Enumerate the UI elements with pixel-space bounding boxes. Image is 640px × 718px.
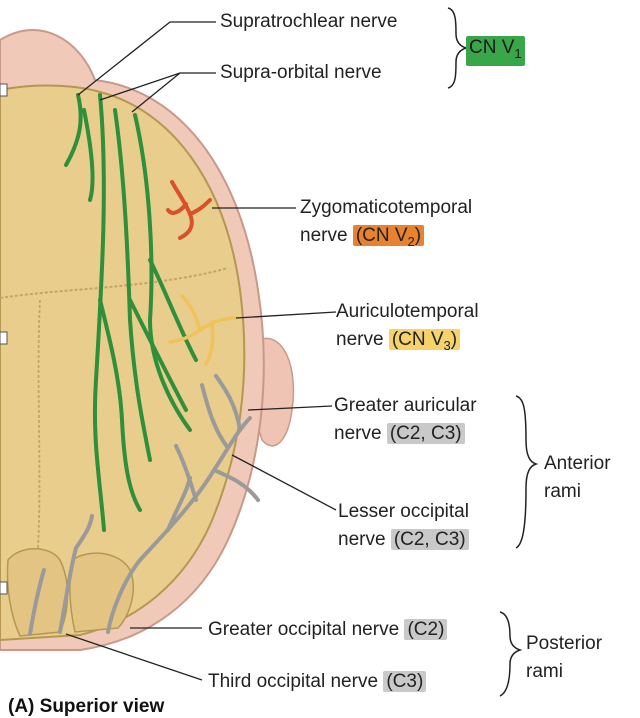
- leader-lines: [65, 21, 337, 681]
- anterior-rami-label-line2: rami: [544, 481, 581, 502]
- greater-auricular-label: Greater auricular: [334, 395, 477, 416]
- cn-v2-tag: (CN V2): [352, 225, 425, 249]
- third-occipital-label: Third occipital nerve (C3): [208, 670, 427, 694]
- third-occipital-tag: (C3): [383, 671, 427, 692]
- coronal-suture: [0, 267, 229, 299]
- greater-occipital-tag: (C2): [404, 619, 448, 640]
- figure-caption: (A) Superior view: [8, 696, 165, 717]
- brace-marks: [447, 7, 539, 697]
- greater-auricular-line2: nerve (C2, C3): [334, 422, 465, 446]
- auriculotemporal-line2: nerve (CN V3): [336, 328, 461, 358]
- lesser-occipital-line2: nerve (C2, C3): [338, 528, 469, 552]
- zygomaticotemporal-label: Zygomaticotemporal: [300, 197, 473, 218]
- occipital-region-right: [69, 552, 134, 633]
- auriculotemporal-nerve-drawing: [168, 294, 238, 366]
- sagittal-suture: [37, 299, 41, 551]
- zygomaticotemporal-line2: nerve (CN V2): [300, 224, 425, 254]
- greater-occipital-label: Greater occipital nerve (C2): [208, 618, 448, 642]
- edge-markers: [0, 83, 8, 595]
- posterior-rami-label-line2: rami: [526, 661, 563, 682]
- greater-auricular-tag: (C2, C3): [386, 423, 465, 444]
- skull: [0, 84, 246, 642]
- supraorbital-label: Supra-orbital nerve: [220, 62, 382, 83]
- supraorbital-and-supratrochlear-nerves: [64, 93, 198, 532]
- posterior-rami-label: Posterior: [526, 633, 603, 654]
- anterior-rami-label: Anterior: [544, 453, 611, 474]
- zygomaticotemporal-nerve-drawing: [166, 180, 212, 240]
- cn-v1-tag: CN V1: [466, 36, 525, 66]
- auriculotemporal-label: Auriculotemporal: [336, 301, 479, 322]
- cn-v3-tag: (CN V3): [388, 329, 461, 353]
- lesser-occipital-tag: (C2, C3): [390, 529, 469, 550]
- cervical-nerves-drawing: [28, 374, 260, 636]
- lesser-occipital-label: Lesser occipital: [338, 501, 469, 522]
- supratrochlear-label: Supratrochlear nerve: [220, 11, 398, 32]
